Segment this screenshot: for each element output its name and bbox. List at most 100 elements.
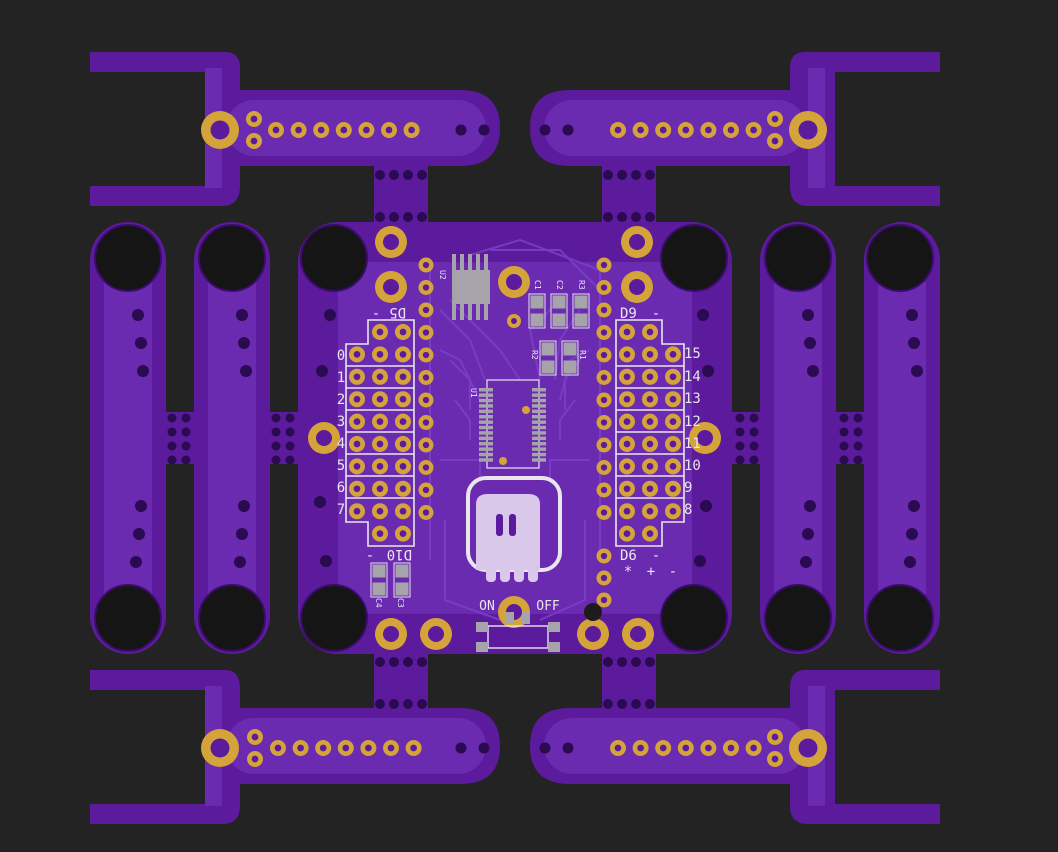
via [389, 212, 399, 222]
label-minus-d5: - [372, 306, 380, 322]
chip-pin [479, 425, 493, 430]
via [167, 413, 177, 423]
copper-pad-hole [210, 120, 230, 140]
copper-pad-hole [376, 328, 384, 336]
smd-pad [552, 313, 566, 327]
copper-pads-large [201, 111, 827, 767]
chip-pin [532, 404, 546, 408]
chip-pin [484, 304, 488, 320]
copper-pad-hole [399, 440, 407, 448]
chip-pin [532, 447, 546, 451]
copper-pad-hole [272, 126, 280, 134]
via [700, 500, 712, 512]
copper-pad-hole [600, 464, 608, 471]
copper-pad-hole [297, 744, 304, 752]
chip-pin [479, 404, 493, 408]
copper-pad-hole [646, 351, 654, 358]
chip-pin [532, 388, 546, 392]
left-num-4: 4 [337, 436, 345, 452]
via [316, 365, 328, 377]
via [238, 337, 250, 349]
via [389, 699, 399, 709]
copper-pad-hole [422, 351, 430, 359]
chip-pin [479, 398, 493, 403]
slide-switch-icon [476, 612, 560, 652]
via [804, 337, 816, 349]
copper-pad-hole [614, 744, 622, 752]
copper-pad-hole [600, 509, 608, 516]
right-num-15: 15 [684, 346, 701, 362]
copper-pad-hole [669, 418, 677, 425]
chip-pin [479, 409, 493, 414]
copper-pad-hole [623, 440, 631, 448]
smd-pad [574, 313, 588, 327]
chip-pin [532, 415, 546, 419]
via [417, 170, 427, 180]
copper-pad-hole [422, 306, 430, 314]
right-num-8: 8 [684, 502, 692, 518]
label-r3: R3 [577, 280, 586, 290]
copper-pads-small [246, 111, 783, 767]
right-num-12: 12 [684, 414, 701, 430]
smd-pad [574, 295, 588, 309]
copper-pad-hole [399, 328, 407, 336]
chip-pin [460, 304, 464, 320]
copper-pad-hole [317, 126, 325, 134]
via [735, 427, 745, 437]
copper-pad-hole [600, 261, 608, 269]
mounting-hole-icon [866, 584, 934, 652]
copper-pad-hole [376, 351, 384, 358]
copper-pad-hole [376, 530, 384, 537]
copper-pad-hole [383, 626, 399, 642]
mounting-hole-icon [764, 584, 832, 652]
label-c4: C4 [374, 598, 383, 608]
copper-pad-hole [316, 430, 332, 446]
via [617, 657, 627, 667]
copper-pad-hole [623, 507, 631, 515]
via [403, 657, 413, 667]
copper-pad-hole [600, 306, 608, 314]
copper-pad-hole [251, 733, 259, 741]
smd-pad [395, 582, 409, 596]
chip-pin [532, 436, 546, 441]
via [403, 699, 413, 709]
label-c3: C3 [396, 598, 405, 608]
copper-pad-hole [629, 234, 645, 250]
copper-pad-hole [637, 744, 644, 752]
via [749, 441, 759, 451]
via [702, 365, 714, 377]
chip-pin [532, 458, 546, 462]
copper-pad-hole [623, 530, 631, 537]
via [694, 555, 706, 567]
copper-pad-hole [646, 440, 654, 448]
mounting-hole-icon [198, 224, 266, 292]
copper-pad-hole [383, 279, 399, 295]
smd-part-outline [370, 562, 388, 598]
via [749, 455, 759, 465]
copper-pad-hole [600, 596, 608, 604]
mounting-holes [94, 224, 934, 652]
copper-pad-hole [422, 419, 430, 426]
copper-pad-hole [682, 744, 690, 752]
chip-pin [468, 304, 472, 320]
smd-pad [552, 295, 566, 309]
power-minus: - [669, 564, 677, 580]
via [375, 212, 385, 222]
copper-pad-hole [422, 329, 430, 336]
power-star: * [624, 564, 632, 580]
copper-pad-hole [353, 485, 361, 493]
via [645, 212, 655, 222]
via [181, 455, 191, 465]
via [285, 427, 295, 437]
chip-pin [532, 442, 546, 446]
chip-pin [476, 304, 480, 320]
via [285, 413, 295, 423]
copper-pad-hole [376, 463, 384, 470]
via [130, 556, 142, 568]
smd-pad [563, 342, 577, 356]
copper-pad-hole [705, 744, 712, 752]
power-plus: + [647, 564, 655, 580]
via [904, 556, 916, 568]
copper-pad-hole [319, 744, 327, 752]
